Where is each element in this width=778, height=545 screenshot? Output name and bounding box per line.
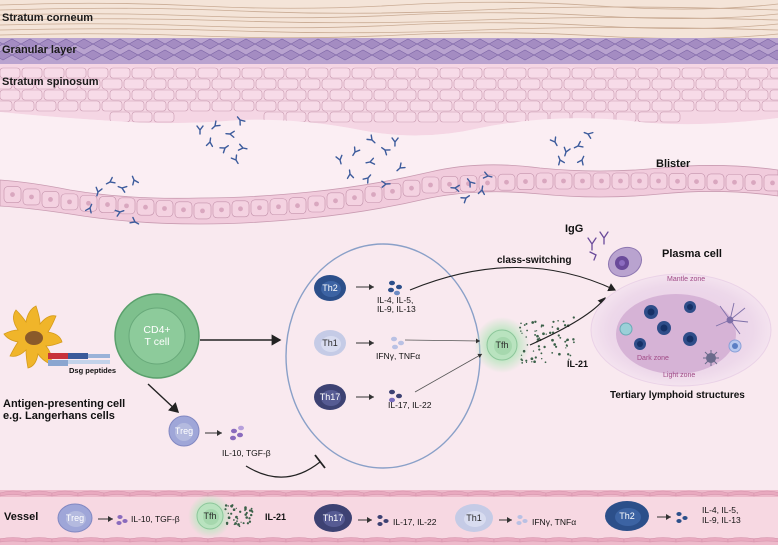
vessel-th2-cell [605, 501, 649, 531]
vessel-tfh-name: Tfh [203, 511, 217, 521]
vessel-th1-cytokines: IFNγ, TNFα [532, 517, 577, 527]
tingible-body-macrophage [703, 350, 719, 366]
vessel-th1-cell [455, 504, 493, 532]
follicular-dendritic-cell [715, 302, 749, 335]
vessel-th17-dots [377, 515, 389, 526]
apc-label-line2: e.g. Langerhans cells [3, 410, 115, 422]
plasma-cell-label: Plasma cell [662, 248, 722, 260]
vessel-label: Vessel [4, 511, 39, 523]
vessel-th1-dots [516, 515, 528, 525]
vessel-treg-dots [116, 515, 128, 525]
th1-cell [314, 330, 346, 356]
vessel-il21-dots [224, 504, 254, 528]
vessel-th2-name: Th2 [619, 511, 635, 521]
th1-cytokines: IFNγ, TNFα [376, 351, 421, 361]
antigen-presenting-cell [3, 305, 110, 369]
dsg-peptides-label: Dsg peptides [69, 366, 117, 375]
cd4-label: CD4+ T cell [131, 324, 183, 348]
cd4-label-line1: CD4+ [143, 324, 171, 336]
igg-antibody [587, 231, 609, 261]
th2-cytokines-line2: IL-9, IL-13 [377, 304, 416, 314]
stratum-spinosum-layer [0, 64, 778, 136]
vessel-tfh-cell [188, 494, 232, 538]
tfh-cytokines: IL-21 [567, 359, 589, 369]
plasma-cell [607, 246, 643, 278]
th2-name: Th2 [322, 283, 338, 293]
th17-cytokines: IL-17, IL-22 [388, 400, 432, 410]
igg-antibody-clusters [84, 116, 594, 225]
apc-label-line1: Antigen-presenting cell [3, 398, 126, 410]
th1-cytokine-dots [391, 336, 404, 350]
vessel-treg-cell [57, 503, 93, 533]
arrow-th1-to-tfh [404, 338, 481, 344]
th1-name: Th1 [322, 338, 338, 348]
arrow-th17-to-tfh [414, 353, 483, 393]
stratum-corneum-label: Stratum corneum [2, 12, 94, 24]
treg-cytokine-dots [230, 425, 244, 441]
vessel-th2-dots [676, 512, 688, 523]
th17-cytokine-dots [389, 389, 402, 403]
class-switching-arrow [409, 267, 616, 292]
tfh-cell [474, 317, 530, 373]
basal-cell-band [0, 164, 778, 225]
treg-cell [168, 415, 200, 447]
granular-layer [0, 38, 778, 64]
vessel-th17-name: Th17 [322, 513, 344, 523]
igg-label: IgG [565, 223, 584, 235]
cd4-t-cell [114, 293, 200, 379]
light-zone-label: Light zone [663, 372, 696, 379]
stratum-spinosum-label: Stratum spinosum [2, 76, 99, 88]
vessel-treg-name: Treg [65, 513, 85, 523]
mantle-zone-label: Mantle zone [667, 276, 706, 283]
blister-label: Blister [656, 158, 691, 170]
th2-cell [314, 275, 346, 301]
treg-cytokines: IL-10, TGF-β [222, 448, 271, 458]
vessel-tfh-cytokines: IL-21 [265, 512, 287, 522]
th2-cytokines-line1: IL-4, IL-5, [377, 295, 414, 305]
cd4-label-line2: T cell [144, 335, 170, 348]
inhibition-curve [245, 461, 321, 478]
vessel-th17-cytokines: IL-17, IL-22 [393, 517, 437, 527]
th2-cytokine-dots [388, 280, 402, 296]
vessel-th2-cytokines-line1: IL-4, IL-5, [702, 505, 739, 515]
granular-layer-label: Granular layer [2, 44, 77, 56]
vessel-th1-name: Th1 [466, 513, 482, 523]
blister-cavity [0, 112, 778, 205]
th17-cell [314, 384, 346, 410]
tertiary-lymphoid-structure [590, 273, 772, 387]
dark-zone-label: Dark zone [637, 355, 669, 362]
class-switching-label: class-switching [497, 255, 572, 266]
tfh-name: Tfh [495, 340, 509, 350]
vessel-th17-cell [314, 504, 352, 532]
arrow-tfh-to-tls [529, 297, 606, 346]
vessel-treg-cytokines: IL-10, TGF-β [131, 514, 180, 524]
inhibition-bar [314, 454, 326, 469]
tls-label: Tertiary lymphoid structures [610, 390, 745, 401]
arrow-cd4-to-treg [147, 383, 180, 413]
il21-cytokine-dots [519, 316, 575, 364]
vessel-th2-cytokines-line2: IL-9, IL-13 [702, 515, 741, 525]
stratum-corneum-layer [0, 0, 778, 39]
th17-name: Th17 [319, 392, 341, 402]
treg-name: Treg [174, 426, 194, 436]
